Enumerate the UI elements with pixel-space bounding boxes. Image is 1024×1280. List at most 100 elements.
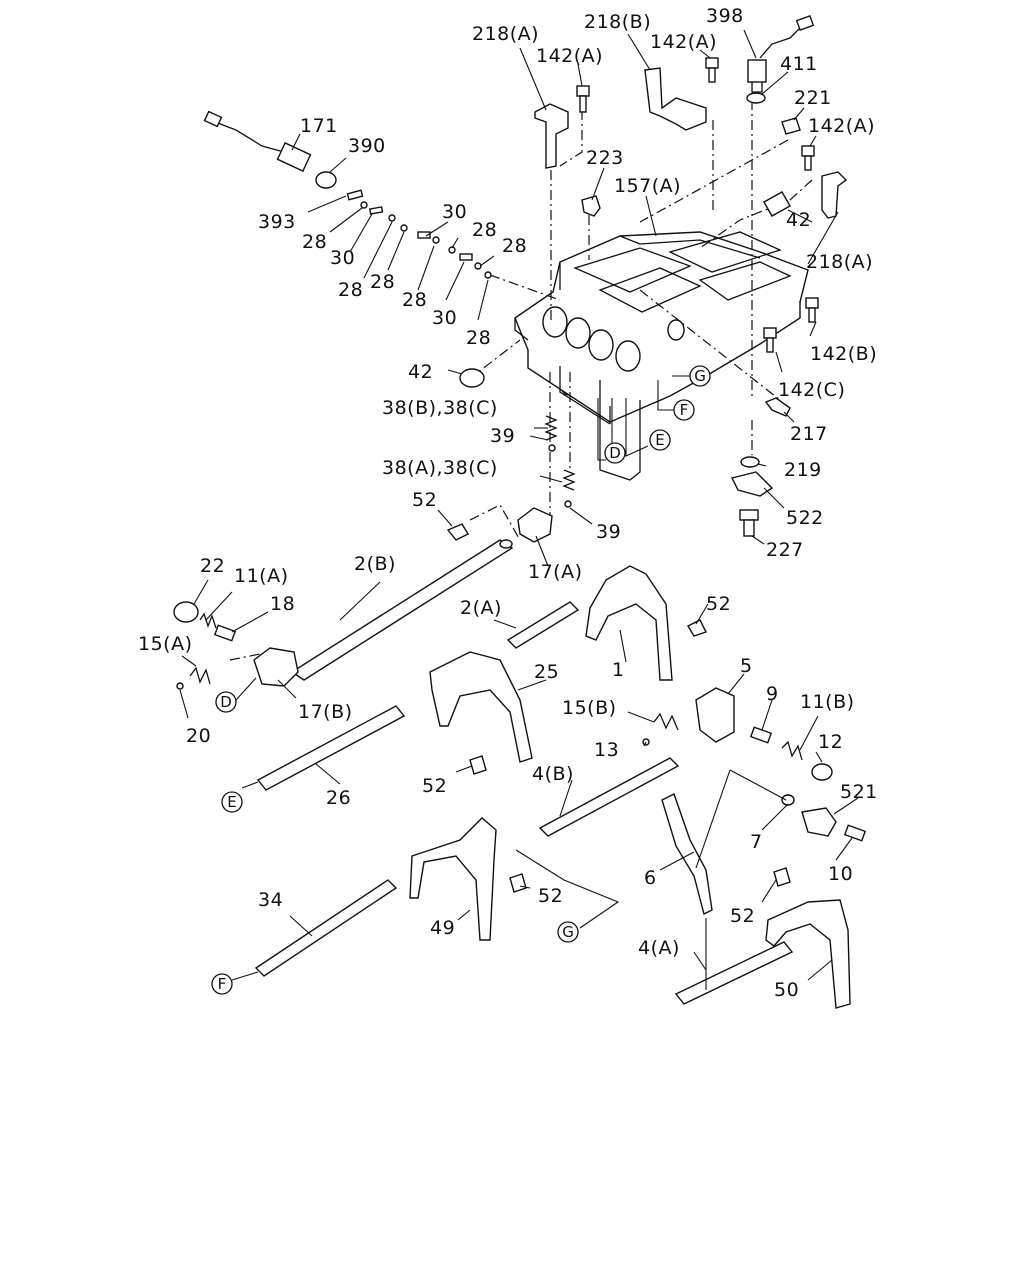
svg-text:F: F [218,975,227,993]
washer-390 [315,171,337,189]
part-label: 13 [594,739,619,761]
nut-221 [781,117,801,135]
part-label: 157(A) [614,175,681,197]
bracket-218a-right [821,171,848,219]
part-label: 17(A) [528,561,583,583]
rail-2b [290,539,514,681]
bolt-217 [764,397,791,417]
part-label: 411 [780,53,818,75]
part-label: 38(A),38(C) [382,457,498,479]
part-label: 26 [326,787,351,809]
fork-6 [661,793,713,916]
bolt-9 [749,726,773,744]
part-label: 28 [402,289,427,311]
part-label: 393 [258,211,296,233]
spring-15b [653,712,679,731]
bolt-52-e [773,867,791,887]
ref-circle-e-top: E [649,429,671,451]
part-label: 50 [774,979,799,1001]
svg-text:G: G [694,367,706,385]
ref-circle-d-top: D [604,442,626,464]
spring-11a [199,612,217,629]
bolt-10 [843,824,867,842]
part-label: 171 [300,115,338,137]
svg-text:D: D [220,693,232,711]
part-label: 15(A) [138,633,193,655]
part-label: 28 [338,279,363,301]
part-label: 1 [612,659,625,681]
svg-text:D: D [609,444,621,462]
part-label: 12 [818,731,843,753]
plug-22 [173,601,199,623]
plug-42-right [763,191,791,217]
part-label: 49 [430,917,455,939]
part-label: 227 [766,539,804,561]
spring-15a [189,666,211,685]
part-label: 39 [490,425,515,447]
rail-4a [674,941,794,1005]
part-label: 52 [422,775,447,797]
bracket-218b [644,67,707,131]
part-label: 223 [586,147,624,169]
part-label: 5 [740,655,753,677]
ref-circle-d-left: D [215,691,237,713]
part-label: 28 [502,235,527,257]
part-label: 219 [784,459,822,481]
svg-text:E: E [655,431,664,449]
part-label: 218(A) [806,251,873,273]
part-label: 30 [330,247,355,269]
ball-20 [176,682,184,690]
part-label: 390 [348,135,386,157]
spring-11b [781,740,803,761]
plate-522 [730,471,774,497]
ref-circle-g-top: G [689,365,711,387]
part-label: 11(A) [234,565,289,587]
rail-34 [254,879,398,977]
bolt-142a [576,57,815,171]
springs-38 [544,415,576,508]
switch-398 [747,15,815,93]
fork-25 [429,651,533,763]
part-label: 20 [186,725,211,747]
part-label: 10 [828,863,853,885]
part-label: 52 [730,905,755,927]
bolt-52-a [446,523,469,541]
plug-42-left [459,368,485,388]
part-label: 217 [790,423,828,445]
reference-markers: G F E D D E G F [211,365,711,995]
ref-circle-g-mid: G [557,921,579,943]
part-label: 22 [200,555,225,577]
svg-text:G: G [562,923,574,941]
part-label: 7 [750,831,763,853]
bolt-227 [739,509,759,537]
part-label: 218(A) [472,23,539,45]
part-label: 4(A) [638,937,680,959]
part-label: 2(A) [460,597,502,619]
svg-text:E: E [227,793,236,811]
part-label: 521 [840,781,878,803]
part-label: 218(B) [584,11,651,33]
part-label: 39 [596,521,621,543]
plug-12 [811,763,833,781]
part-label: 15(B) [562,697,617,719]
ref-circle-f-top: F [673,399,695,421]
part-label: 52 [412,489,437,511]
part-label: 18 [270,593,295,615]
block-5 [695,687,735,743]
block-17b [253,647,299,687]
part-label: 142(A) [650,31,717,53]
part-label: 25 [534,661,559,683]
part-label: 52 [538,885,563,907]
part-labels: 218(A) 142(A) 218(B) 142(A) 398 411 221 … [138,5,878,1001]
part-label: 28 [472,219,497,241]
rail-26 [256,705,406,791]
part-label: 221 [794,87,832,109]
part-label: 42 [786,209,811,231]
ref-circle-f-left: F [211,973,233,995]
bolt-52-c [469,755,487,775]
svg-text:F: F [680,401,689,419]
part-label: 42 [408,361,433,383]
bolt-52-b [687,619,707,637]
part-label: 11(B) [800,691,855,713]
